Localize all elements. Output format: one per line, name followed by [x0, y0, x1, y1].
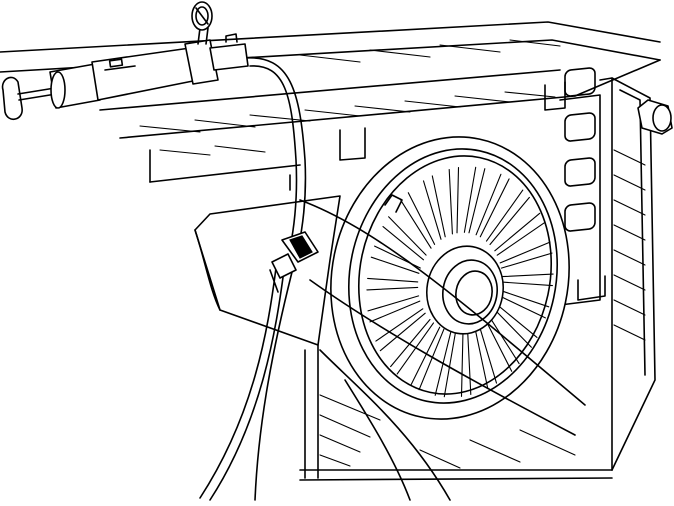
fan-blade-edge: [479, 178, 510, 238]
fan-blade-edge: [500, 290, 550, 308]
fan-blade-edge: [388, 216, 427, 256]
fan-blade-edge: [468, 168, 486, 234]
fan-blade-edge: [489, 196, 530, 246]
fan-blade-edge: [407, 192, 436, 245]
fan-blade-edge: [390, 318, 431, 368]
fan-blade-edge: [431, 175, 446, 238]
fan-blade-edge: [501, 273, 554, 278]
fan-blade-edge: [460, 330, 464, 397]
radiator: [299, 67, 656, 481]
fan-blade-edge: [467, 329, 472, 396]
hose-clamp: [269, 231, 319, 293]
fan-blade-edge: [478, 324, 498, 384]
fan-blade-edge: [410, 326, 441, 386]
fan-blade-edge: [396, 322, 435, 375]
hand-vacuum-pump: [1, 33, 249, 120]
fan-blade-edge: [493, 308, 532, 348]
fan-motor-hub: [426, 245, 504, 335]
fan-blade-edge: [485, 189, 524, 242]
vacuum-gauge: [191, 1, 213, 45]
fan-blade-edge: [484, 319, 513, 372]
vacuum-hose: [199, 57, 307, 501]
fan-blade-edge: [494, 212, 541, 252]
fan-blade-edge: [488, 315, 520, 365]
fan-blade-edge: [366, 286, 419, 291]
upper-radiator-support: [0, 21, 661, 191]
fan-blade-edge: [499, 295, 546, 319]
fan-blade-edge: [369, 300, 421, 323]
wiring-harness: [299, 199, 586, 501]
fan-blade-edge: [370, 256, 420, 274]
fan-blade-edge: [443, 331, 457, 398]
radiator-cap: [637, 99, 673, 135]
fan-blade-edge: [367, 277, 419, 283]
fan-blade-edge: [379, 312, 426, 352]
fan-blade-edge: [463, 166, 477, 233]
fan-blade-edge: [474, 326, 489, 389]
fan-blade-edge: [418, 328, 445, 391]
fan-blade-edge: [400, 199, 432, 249]
fan-blade-edge: [500, 252, 553, 269]
fan-blade-edge: [495, 303, 538, 338]
fan-blade-edge: [501, 281, 553, 287]
cooling-fan-blades: [366, 166, 554, 398]
fan-blade-edge: [456, 167, 460, 234]
fan-blade-edge: [382, 226, 425, 261]
fan-blade-edge: [496, 222, 545, 256]
fan-blade-edge: [448, 168, 453, 235]
fan-blade-edge: [375, 308, 424, 342]
fan-blade-edge: [367, 295, 420, 312]
fan-blade-edge: [499, 241, 551, 264]
fan-blade-edge: [422, 180, 442, 240]
fan-blade-edge: [475, 173, 502, 236]
